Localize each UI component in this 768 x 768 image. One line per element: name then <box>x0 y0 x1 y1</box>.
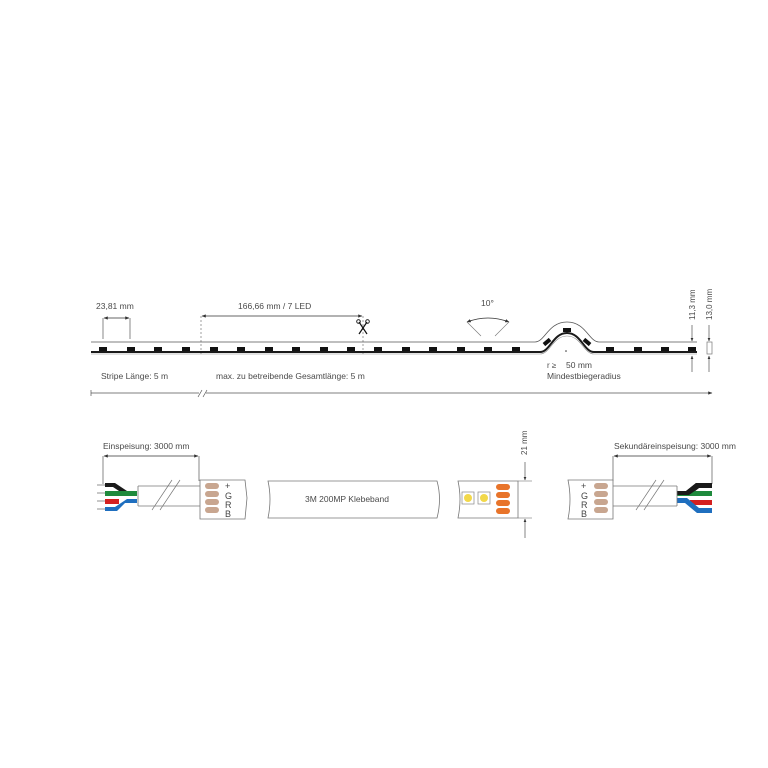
angle-indicator: 10° <box>466 298 510 337</box>
pin-b-right: B <box>581 509 587 519</box>
width-label: 21 mm <box>520 430 529 455</box>
length-dimension-line <box>90 389 713 398</box>
pin-b: B <box>225 509 231 519</box>
pin-g-right: G <box>581 491 588 501</box>
pin-r-right: R <box>581 500 588 510</box>
secondary-feed-connector: Sekundäreinspeisung: 3000 mm + G R B <box>567 441 736 520</box>
feed-in-label: Einspeisung: 3000 mm <box>103 441 189 451</box>
led-pitch-dimension: 23,81 mm <box>96 301 134 339</box>
height-strip-label: 11,3 mm <box>688 289 697 320</box>
strip-outline <box>91 321 697 343</box>
bend-radius-symbol: r ≥ <box>547 361 557 370</box>
height-dimensions: 11,3 mm 13,0 mm <box>688 289 714 372</box>
end-cap <box>706 341 713 355</box>
height-total-label: 13,0 mm <box>705 289 714 320</box>
secondary-feed-label: Sekundäreinspeisung: 3000 mm <box>614 441 736 451</box>
stripe-length-label: Stripe Länge: 5 m <box>101 371 168 381</box>
adhesive-label: 3M 200MP Klebeband <box>305 494 389 504</box>
side-profile: 23,81 mm 166,66 mm / 7 LED 10° <box>90 289 714 398</box>
pin-plus: + <box>225 481 230 491</box>
pin-r: R <box>225 500 232 510</box>
angle-label: 10° <box>481 298 494 308</box>
scissors-icon <box>356 319 370 335</box>
pin-plus-right: + <box>581 481 586 491</box>
bend-radius-value: 50 mm <box>566 360 592 370</box>
strip-base <box>91 331 697 353</box>
segment-label: 166,66 mm / 7 LED <box>238 301 311 311</box>
feed-in-connector: Einspeisung: 3000 mm + G R B <box>97 441 248 520</box>
segment-dimension: 166,66 mm / 7 LED <box>200 301 364 356</box>
led-chips <box>99 328 696 351</box>
pin-g: G <box>225 491 232 501</box>
strip-end-segment: 21 mm <box>457 430 532 538</box>
max-length-label: max. zu betreibende Gesamtlänge: 5 m <box>216 371 365 381</box>
bend-radius-label: Mindestbiegeradius <box>547 371 621 381</box>
adhesive-tape: 3M 200MP Klebeband <box>267 480 440 519</box>
led-pitch-label: 23,81 mm <box>96 301 134 311</box>
